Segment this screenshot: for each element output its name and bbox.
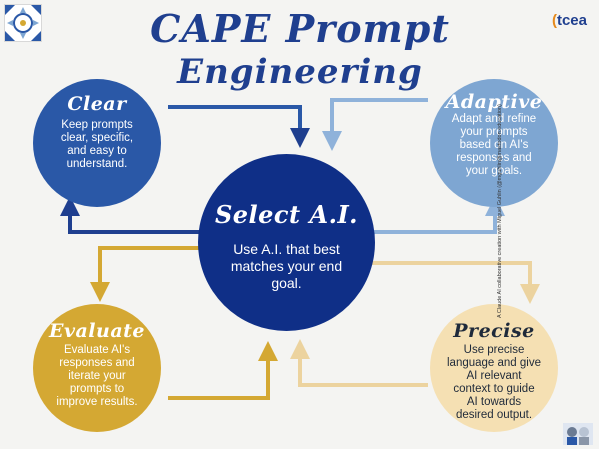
arrow-select-to-precise xyxy=(370,261,540,304)
node-select-title: Select A.I. xyxy=(214,200,359,229)
brand-text: tcea xyxy=(556,12,587,29)
robot-avatar-icon xyxy=(563,423,593,445)
brand-logo: (tcea xyxy=(552,12,587,29)
arrow-clear-to-select xyxy=(168,105,310,148)
node-precise: Precise Use precise language and give AI… xyxy=(430,304,558,432)
node-precise-text: Use precise language and give AI relevan… xyxy=(447,344,541,421)
arrow-select-to-adaptive xyxy=(372,196,505,234)
node-adaptive-text: Adapt and refine your prompts based on A… xyxy=(451,113,537,177)
arrow-select-to-evaluate xyxy=(90,246,214,302)
node-precise-title: Precise xyxy=(453,320,535,342)
node-adaptive-title: Adaptive xyxy=(445,91,543,113)
page-title-line1: CAPE Prompt xyxy=(150,6,450,51)
node-select-ai: Select A.I. Use A.I. that best matches y… xyxy=(198,154,375,331)
node-clear-title: Clear xyxy=(67,93,127,115)
node-select-text: Use A.I. that best matches your end goal… xyxy=(230,241,343,291)
node-evaluate: Evaluate Evaluate AI's responses and ite… xyxy=(33,304,161,432)
node-clear-text: Keep prompts clear, specific, and easy t… xyxy=(60,119,134,170)
arrow-select-to-clear xyxy=(60,196,205,234)
arrow-adaptive-to-select xyxy=(322,98,428,151)
page-title-line2: Engineering xyxy=(177,52,423,92)
node-clear: Clear Keep prompts clear, specific, and … xyxy=(33,79,161,207)
node-evaluate-title: Evaluate xyxy=(48,320,146,342)
arrow-precise-to-select xyxy=(290,339,428,387)
node-evaluate-text: Evaluate AI's responses and iterate your… xyxy=(56,344,138,408)
decorative-tile-logo xyxy=(4,4,42,42)
brand-swoosh-icon: ( xyxy=(551,12,557,29)
credit-text: A Claude AI collaborative creation with … xyxy=(497,104,503,318)
tile-pattern-icon xyxy=(5,5,41,41)
arrow-evaluate-to-select xyxy=(168,341,278,400)
node-adaptive: Adaptive Adapt and refine your prompts b… xyxy=(430,79,558,207)
